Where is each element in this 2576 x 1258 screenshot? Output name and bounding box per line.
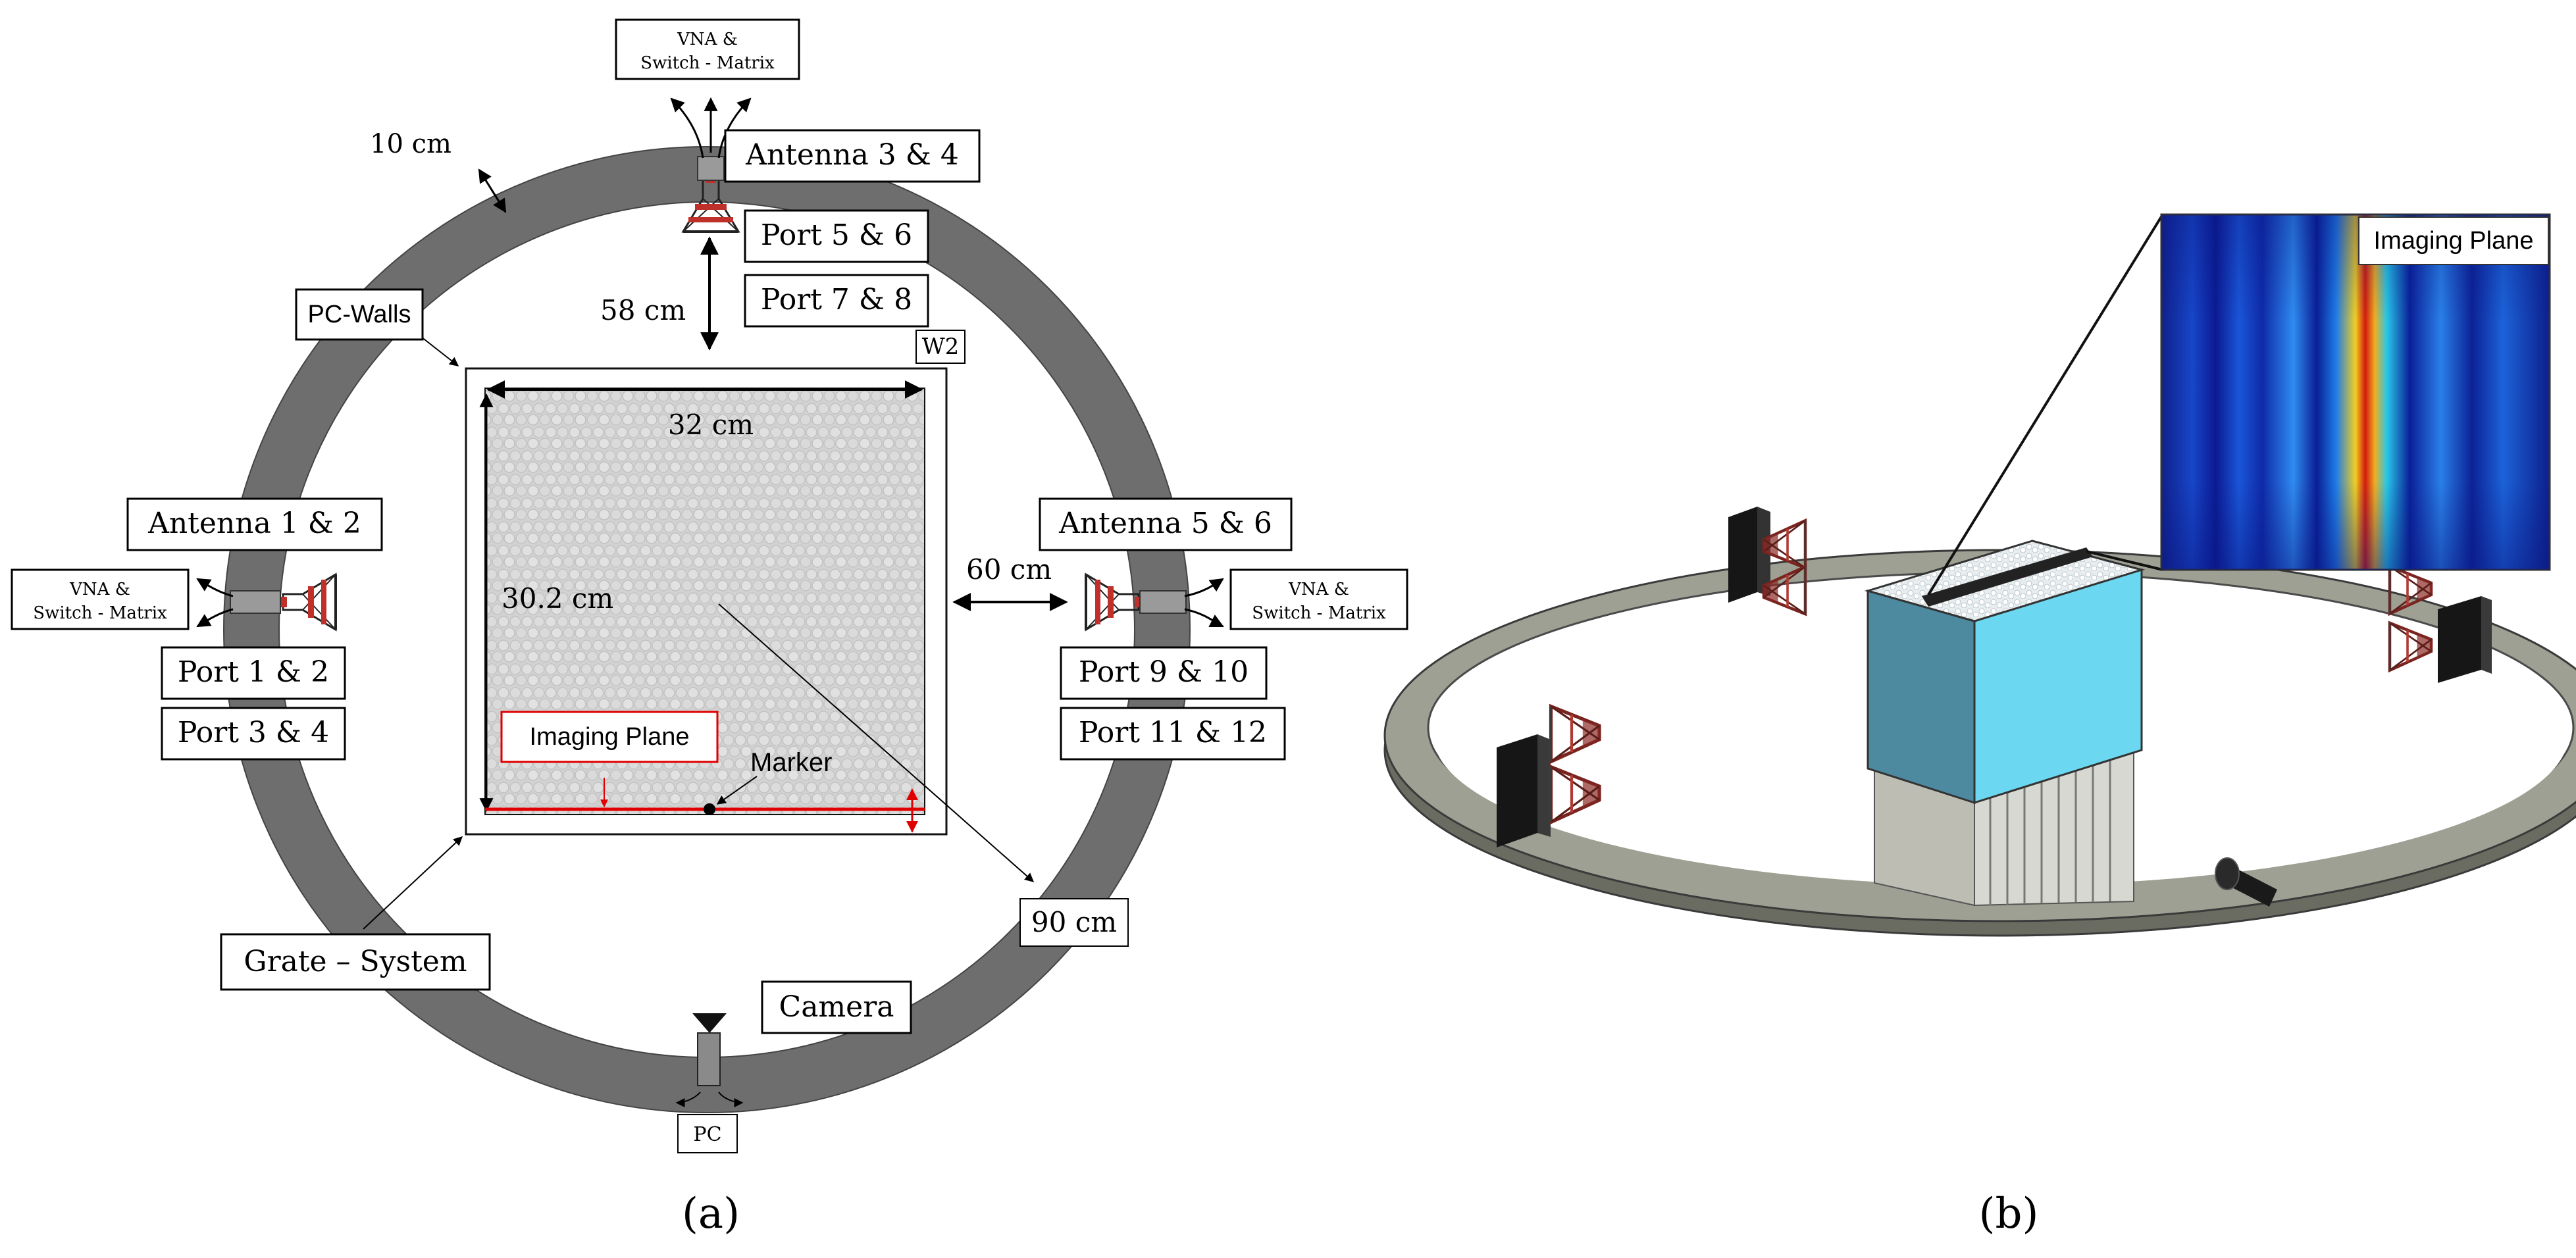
label-w2: W2 — [915, 330, 966, 364]
container-box-3d — [1864, 540, 2146, 805]
antenna-1-2-icon — [196, 573, 337, 631]
antenna-block-back-left — [1728, 507, 1805, 614]
svg-text:Switch - Matrix: Switch - Matrix — [33, 603, 167, 623]
svg-text:Port 11 & 12: Port 11 & 12 — [1079, 716, 1267, 749]
svg-text:VNA &: VNA & — [69, 580, 130, 599]
label-port-11-12: Port 11 & 12 — [1060, 707, 1286, 761]
label-port-3-4: Port 3 & 4 — [161, 707, 346, 761]
label-port-1-2: Port 1 & 2 — [161, 646, 346, 700]
label-antenna-1-2: Antenna 1 & 2 — [126, 497, 383, 551]
label-port-7-8: Port 7 & 8 — [744, 274, 929, 328]
label-antenna-3-4: Antenna 3 & 4 — [724, 129, 981, 183]
svg-text:Switch - Matrix: Switch - Matrix — [1252, 603, 1386, 623]
marker-dot — [704, 803, 715, 815]
camera-icon — [675, 1013, 744, 1107]
label-vna-top: VNA & Switch - Matrix — [615, 18, 800, 80]
svg-text:VNA &: VNA & — [1288, 580, 1349, 599]
svg-text:Imaging Plane: Imaging Plane — [530, 723, 690, 751]
svg-text:PC-Walls: PC-Walls — [308, 301, 411, 328]
label-diameter-90: 90 cm — [1019, 898, 1129, 947]
label-depth-30-2: 30.2 cm — [502, 582, 613, 615]
label-dist-60: 60 cm — [966, 553, 1052, 586]
label-port-5-6: Port 5 & 6 — [744, 209, 929, 263]
label-width-32: 32 cm — [668, 409, 754, 441]
antenna-block-front-left — [1497, 707, 1599, 847]
svg-text:PC: PC — [693, 1123, 721, 1146]
inset-label: Imaging Plane — [2374, 227, 2534, 255]
svg-text:Port 9 & 10: Port 9 & 10 — [1079, 655, 1249, 689]
antenna-5-6-icon — [1085, 573, 1224, 631]
label-vna-right: VNA & Switch - Matrix — [1229, 568, 1408, 630]
label-pc-walls: PC-Walls — [295, 288, 424, 341]
svg-text:Grate – System: Grate – System — [244, 945, 467, 978]
svg-text:Switch - Matrix: Switch - Matrix — [640, 53, 775, 73]
label-antenna-5-6: Antenna 5 & 6 — [1039, 497, 1293, 551]
svg-text:VNA &: VNA & — [677, 30, 738, 49]
svg-text:Port 7 & 8: Port 7 & 8 — [761, 283, 912, 316]
svg-text:90 cm: 90 cm — [1031, 906, 1117, 938]
label-vna-left: VNA & Switch - Matrix — [11, 568, 190, 630]
caption-a: (a) — [682, 1190, 740, 1238]
svg-text:Antenna 5 & 6: Antenna 5 & 6 — [1058, 507, 1272, 540]
label-marker: Marker — [750, 748, 832, 777]
caption-b: (b) — [1979, 1190, 2039, 1238]
svg-text:Antenna 1 & 2: Antenna 1 & 2 — [147, 507, 361, 540]
svg-text:Antenna 3 & 4: Antenna 3 & 4 — [745, 138, 959, 172]
label-grate-system: Grate – System — [220, 933, 491, 991]
svg-text:W2: W2 — [922, 334, 960, 360]
svg-text:Port 1 & 2: Port 1 & 2 — [178, 655, 329, 689]
label-port-9-10: Port 9 & 10 — [1060, 646, 1268, 700]
panel-a: VNA & Switch - Matrix 10 cm Antenna 3 & … — [11, 18, 1408, 1238]
antenna-3-4-icon — [670, 97, 752, 233]
svg-text:Camera: Camera — [779, 990, 894, 1024]
label-imaging-plane: Imaging Plane — [500, 711, 719, 763]
label-camera: Camera — [761, 980, 912, 1034]
antenna-block-right — [2390, 566, 2492, 683]
label-dist-58: 58 cm — [600, 294, 686, 326]
imaging-plane-inset: Imaging Plane — [2160, 213, 2551, 571]
panel-b: Imaging Plane (b) — [1383, 213, 2576, 1238]
label-pc: PC — [677, 1114, 738, 1153]
svg-text:Port 3 & 4: Port 3 & 4 — [178, 716, 329, 749]
label-ring-width: 10 cm — [370, 129, 451, 159]
camera-cylinder-icon — [2215, 857, 2277, 907]
svg-text:Port 5 & 6: Port 5 & 6 — [761, 218, 912, 252]
